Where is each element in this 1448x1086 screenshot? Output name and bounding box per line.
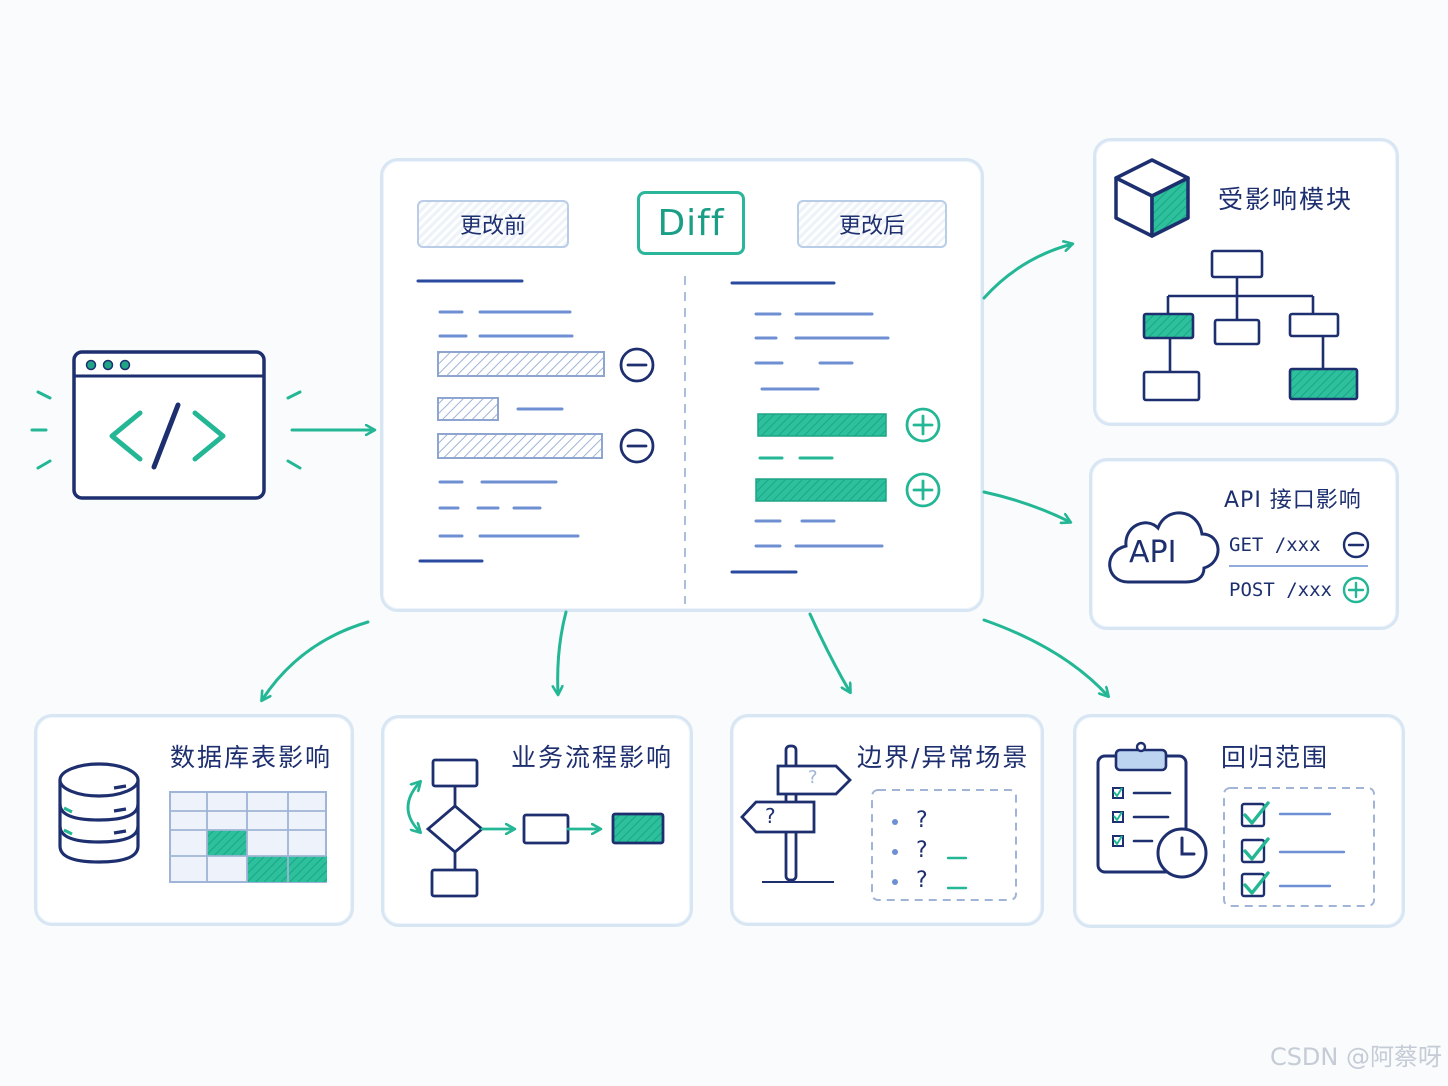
api-title: API 接口影响	[1224, 488, 1362, 513]
minus-icon	[1342, 531, 1370, 559]
cloud-icon	[1108, 511, 1220, 584]
question-item: ?	[916, 838, 928, 863]
flowchart-icon	[425, 758, 665, 898]
question-list-box	[871, 789, 1017, 901]
arrow-to-business	[558, 610, 568, 694]
modules-title: 受影响模块	[1218, 185, 1354, 214]
added-lines	[755, 413, 887, 502]
cube-icon	[1114, 158, 1190, 238]
removed-lines	[437, 351, 605, 459]
module-tree-icon	[1142, 249, 1359, 402]
database-icon	[58, 762, 140, 864]
watermark: CSDN @阿蔡呀	[1269, 1043, 1442, 1071]
after-code-lines	[730, 281, 890, 574]
before-code-lines	[416, 279, 580, 563]
flow-arrows	[262, 244, 1108, 700]
diff-label: Diff	[637, 191, 745, 255]
check-icon	[1240, 871, 1332, 898]
minus-icon	[619, 347, 655, 383]
api-endpoint-get: GET /xxx	[1229, 534, 1321, 556]
check-icon	[1240, 837, 1346, 864]
plus-icon	[1342, 576, 1370, 604]
checklist-box	[1223, 787, 1375, 907]
plus-icon	[905, 407, 941, 443]
question-bullets	[892, 819, 968, 890]
clock-icon	[1156, 827, 1208, 879]
edge-cases-card	[730, 714, 1044, 926]
sign-mark: ?	[808, 767, 818, 788]
database-title: 数据库表影响	[170, 743, 333, 772]
arrow-to-regression	[982, 618, 1108, 696]
regression-title: 回归范围	[1221, 743, 1330, 772]
api-endpoint-post: POST /xxx	[1229, 579, 1332, 601]
sign-mark: ?	[765, 804, 776, 828]
removed-block	[437, 433, 603, 459]
added-block	[755, 478, 887, 502]
added-block	[757, 413, 887, 437]
after-label: 更改后	[797, 200, 947, 248]
code-window-icon	[72, 350, 266, 500]
minus-icon	[619, 428, 655, 464]
removed-block	[437, 351, 605, 377]
removed-block	[437, 397, 499, 421]
arrow-to-api	[982, 490, 1070, 522]
check-icon	[1240, 801, 1332, 828]
arrow-to-edge	[808, 612, 850, 692]
api-cloud-label: API	[1129, 535, 1177, 570]
question-item: ?	[916, 808, 928, 833]
before-label: 更改前	[417, 200, 569, 248]
arrow-to-modules	[982, 244, 1072, 300]
edge-title: 边界/异常场景	[857, 743, 1030, 772]
question-item: ?	[916, 868, 928, 893]
spark-lines	[30, 390, 302, 470]
table-grid-icon	[169, 791, 327, 883]
flow-connectors	[406, 782, 600, 832]
plus-icon	[905, 472, 941, 508]
arrow-to-database	[262, 620, 370, 700]
signpost-icon	[740, 744, 852, 883]
business-title: 业务流程影响	[511, 743, 674, 772]
